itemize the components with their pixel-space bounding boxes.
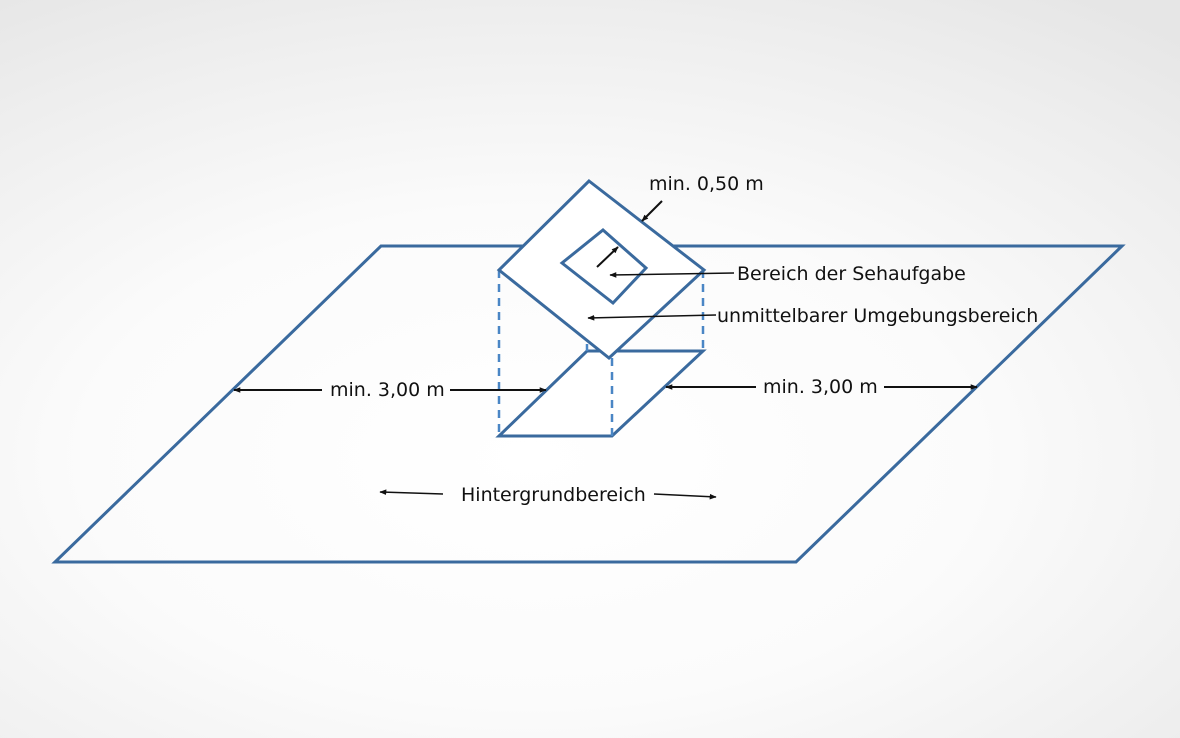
right-distance-label: min. 3,00 m — [763, 376, 878, 398]
task-area-label: Bereich der Sehaufgabe — [737, 263, 966, 285]
background-arrow-left — [379, 489, 444, 495]
background-arrow-right — [653, 493, 717, 500]
task-area-outline — [559, 228, 649, 306]
top-distance-arrow — [641, 200, 663, 222]
top-distance-label: min. 0,50 m — [649, 173, 764, 195]
column-base-outline — [495, 349, 707, 438]
surrounding-area-arrow — [587, 314, 717, 321]
surrounding-area-label: unmittelbarer Umgebungsbereich — [717, 305, 1038, 327]
background-area-outline — [51, 244, 1126, 564]
inner-distance-arrow — [596, 246, 619, 268]
background-area-label: Hintergrundbereich — [461, 484, 646, 506]
left-distance-label: min. 3,00 m — [330, 379, 445, 401]
task-area-arrow — [609, 272, 735, 278]
